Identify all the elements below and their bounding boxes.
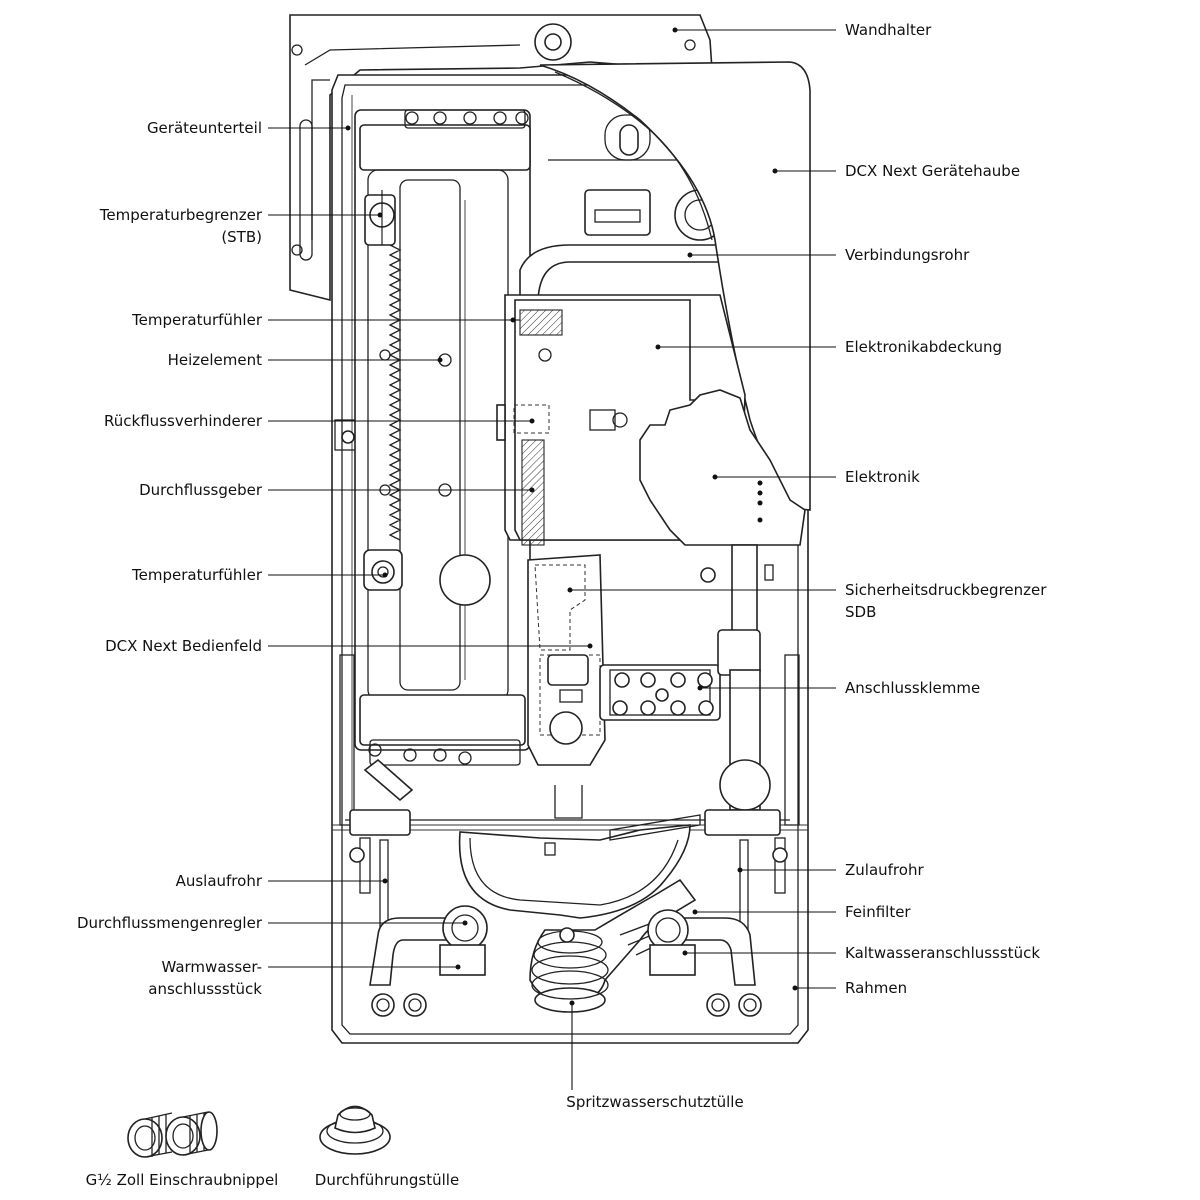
label-zulaufrohr: Zulaufrohr xyxy=(845,861,924,879)
device-cover xyxy=(539,61,811,511)
right-labels: Wandhalter DCX Next Gerätehaube Verbindu… xyxy=(845,21,1047,997)
label-rueckflussverhinderer: Rückflussverhinderer xyxy=(104,412,263,430)
lower-frame xyxy=(345,785,790,1017)
label-durchflussmengenregler: Durchflussmengenregler xyxy=(77,914,263,932)
label-verbindungsrohr: Verbindungsrohr xyxy=(845,246,970,264)
label-sdb: Sicherheitsdruckbegrenzer xyxy=(845,581,1047,599)
left-labels: Geräteunterteil Temperaturbegrenzer (STB… xyxy=(77,119,263,998)
grommet-icon xyxy=(319,1105,391,1155)
label-anschlussklemme: Anschlussklemme xyxy=(845,679,980,697)
label-auslaufrohr: Auslaufrohr xyxy=(176,872,263,890)
label-heizelement: Heizelement xyxy=(168,351,263,369)
bottom-labels: Spritzwasserschutztülle G½ Zoll Einschra… xyxy=(86,1093,744,1189)
label-warmwasser: Warmwasser- xyxy=(161,958,262,976)
electronics-board xyxy=(639,389,806,546)
wall-bracket-knob xyxy=(534,23,572,61)
label-geraeteunterteil: Geräteunterteil xyxy=(147,119,262,137)
heating-element xyxy=(354,109,531,802)
terminal-block xyxy=(599,664,721,721)
label-nippel: G½ Zoll Einschraubnippel xyxy=(86,1171,279,1189)
label-elektronik: Elektronik xyxy=(845,468,920,486)
label-stb: (STB) xyxy=(221,228,262,246)
label-temperaturbegrenzer: Temperaturbegrenzer xyxy=(99,206,263,224)
label-warmwasser-2: anschlussstück xyxy=(148,980,262,998)
safety-pressure-limiter xyxy=(527,554,606,766)
label-temperaturfuehler-bottom: Temperaturfühler xyxy=(131,566,263,584)
label-durchflussgeber: Durchflussgeber xyxy=(139,481,263,499)
label-temperaturfuehler-top: Temperaturfühler xyxy=(131,311,263,329)
leader-lines xyxy=(268,27,836,1090)
label-rahmen: Rahmen xyxy=(845,979,907,997)
label-feinfilter: Feinfilter xyxy=(845,903,911,921)
screw-nipple-icon xyxy=(127,1111,218,1158)
label-bedienfeld: DCX Next Bedienfeld xyxy=(105,637,262,655)
label-tuelle: Durchführungstülle xyxy=(315,1171,459,1189)
label-elektronikabdeckung: Elektronikabdeckung xyxy=(845,338,1002,356)
label-wandhalter: Wandhalter xyxy=(845,21,932,39)
label-sdb-2: SDB xyxy=(845,603,876,621)
label-spritzwasser: Spritzwasserschutztülle xyxy=(566,1093,743,1111)
label-kaltwasser: Kaltwasseranschlussstück xyxy=(845,944,1040,962)
label-geraetehaube: DCX Next Gerätehaube xyxy=(845,162,1020,180)
